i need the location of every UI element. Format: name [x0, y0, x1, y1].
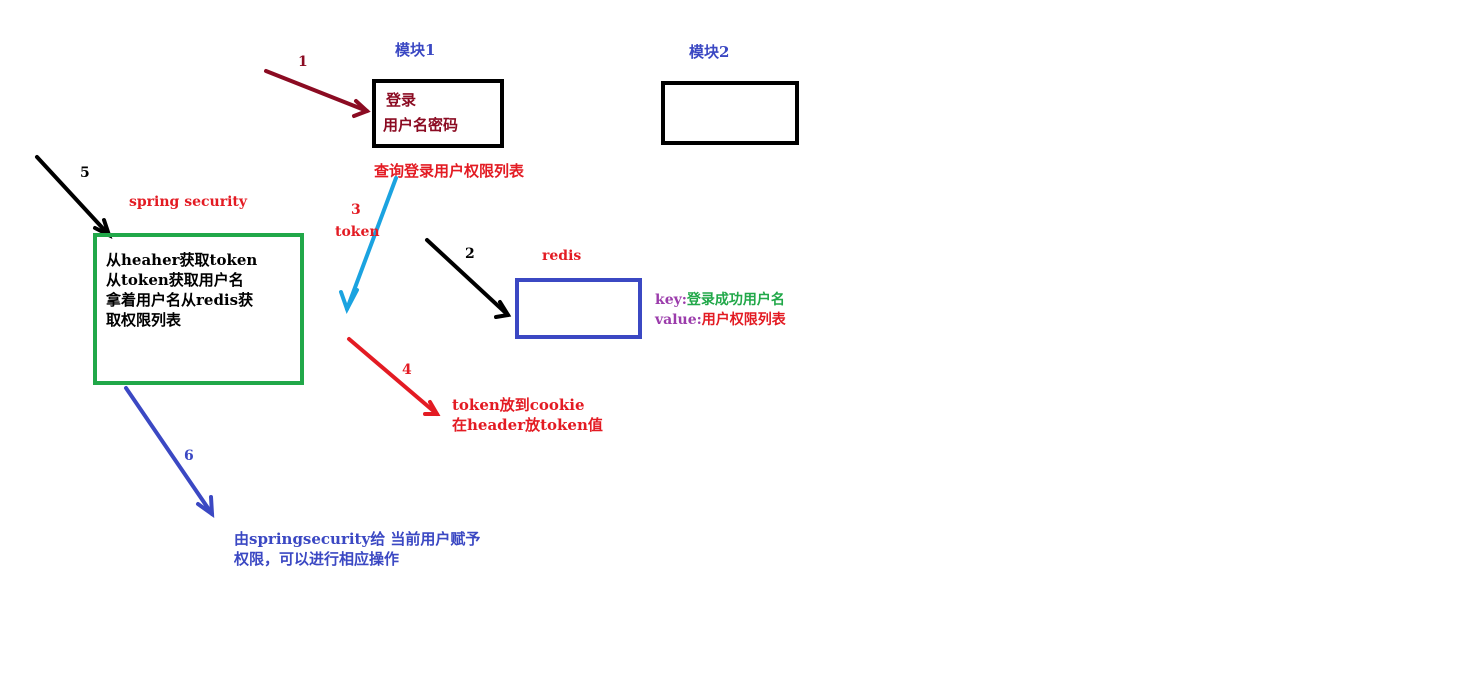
login-text-line1: 登录 — [386, 91, 417, 109]
arrow-2 — [425, 238, 512, 319]
step-3-token-label: token — [335, 224, 380, 240]
step-6-label: 6 — [184, 448, 194, 464]
login-text-line2: 用户名密码 — [383, 116, 459, 134]
security-line-4: 取权限列表 — [106, 311, 182, 329]
module1-login-box — [372, 79, 504, 148]
query-permission-text: 查询登录用户权限列表 — [374, 162, 525, 180]
step-3-label: 3 — [351, 202, 361, 218]
arrow-4 — [347, 337, 441, 416]
redis-key-value: 登录成功用户名 — [686, 292, 785, 308]
redis-label: redis — [542, 248, 582, 264]
arrow-3 — [339, 176, 398, 314]
redis-value-line: value:用户权限列表 — [655, 310, 786, 330]
module1-label: 模块1 — [395, 41, 436, 59]
redis-value-prefix: value: — [655, 312, 702, 328]
arrow-5 — [35, 155, 113, 239]
security-line-1: 从heaher获取token — [106, 251, 258, 269]
spring-security-box — [93, 233, 304, 385]
step-4-label: 4 — [402, 362, 412, 378]
step-5-label: 5 — [80, 165, 90, 181]
arrow-1 — [264, 69, 371, 118]
step-2-label: 2 — [465, 246, 475, 262]
redis-key-prefix: key: — [655, 292, 687, 308]
module2-box — [661, 81, 799, 145]
spring-security-label: spring security — [129, 194, 247, 210]
redis-key-line: key:登录成功用户名 — [655, 290, 785, 310]
redis-box — [515, 278, 642, 339]
module2-label: 模块2 — [689, 43, 730, 61]
cookie-note-line1: token放到cookie — [452, 396, 585, 414]
arrow-6 — [124, 386, 215, 519]
security-line-2: 从token获取用户名 — [106, 271, 244, 289]
cookie-note-line2: 在header放token值 — [452, 416, 603, 434]
security-line-3: 拿着用户名从redis获 — [106, 291, 254, 309]
redis-value-value: 用户权限列表 — [701, 312, 786, 328]
result-note-line1: 由springsecurity给 当前用户赋予 — [234, 530, 481, 548]
step-1-label: 1 — [298, 54, 308, 70]
result-note-line2: 权限，可以进行相应操作 — [234, 550, 400, 568]
